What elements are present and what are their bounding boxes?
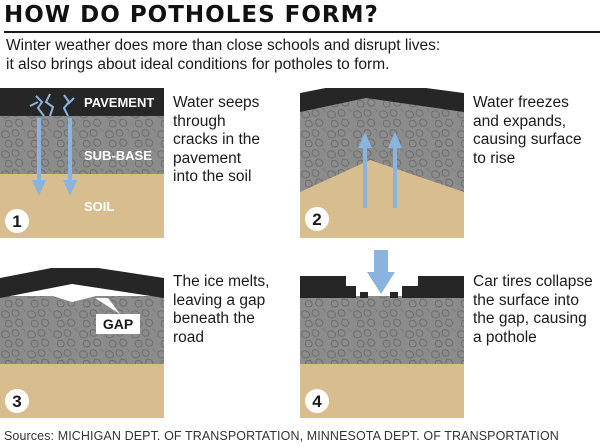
source-credit: Sources: MICHIGAN DEPT. OF TRANSPORTATIO… <box>4 429 559 443</box>
step-2-caption: Water freezes and expands, causing surfa… <box>473 94 582 167</box>
step-number-badge <box>5 389 29 413</box>
gap-label: GAP <box>103 316 133 332</box>
step-number-badge <box>5 209 29 233</box>
intro-line-1: Winter weather does more than close scho… <box>6 37 441 54</box>
step-1-caption: Water seeps through cracks in the paveme… <box>173 94 261 185</box>
step-number-badge <box>305 207 329 231</box>
step-number: 1 <box>12 212 21 231</box>
subbase-label: SUB-BASE <box>84 148 152 163</box>
gap-label-box <box>96 314 140 334</box>
diagram-step-2: 2 <box>300 88 464 238</box>
diagram-step-1: PAVEMENT SUB-BASE SOIL 1 <box>0 88 164 238</box>
step-number: 4 <box>312 392 322 411</box>
subbase-layer <box>0 116 164 174</box>
ice-arrow-icon <box>388 132 402 208</box>
crack-lines <box>29 93 75 117</box>
soil-layer <box>0 174 164 238</box>
step-number: 2 <box>312 210 321 229</box>
pavement-left <box>300 276 346 298</box>
step-number: 3 <box>12 392 21 411</box>
pavement-layer <box>0 268 164 298</box>
water-arrow-icon <box>63 118 77 196</box>
intro-text: Winter weather does more than close scho… <box>6 36 596 74</box>
soil-layer <box>300 364 464 418</box>
diagram-step-3: GAP 3 <box>0 268 164 418</box>
pavement-layer <box>300 88 464 112</box>
pavement-label: PAVEMENT <box>84 95 154 110</box>
step-number-badge <box>305 389 329 413</box>
infographic-title: HOW DO POTHOLES FORM? <box>4 1 600 33</box>
soil-label: SOIL <box>84 199 114 214</box>
step-3-caption: The ice melts, leaving a gap beneath the… <box>173 273 270 346</box>
subbase-layer <box>300 296 464 364</box>
pavement-fragments <box>346 286 418 298</box>
pavement-layer <box>0 88 164 116</box>
water-arrow-icon <box>32 118 46 196</box>
intro-line-2: it also brings about ideal conditions fo… <box>6 56 390 73</box>
diagram-step-4: 4 <box>300 248 464 418</box>
tire-force-arrow-icon <box>367 250 395 294</box>
step-4-caption: Car tires collapse the surface into the … <box>473 273 593 346</box>
pavement-right <box>418 276 464 298</box>
soil-layer <box>0 364 164 418</box>
gap-void <box>40 284 112 302</box>
ice-arrow-icon <box>358 132 372 208</box>
soil-layer <box>300 160 464 238</box>
